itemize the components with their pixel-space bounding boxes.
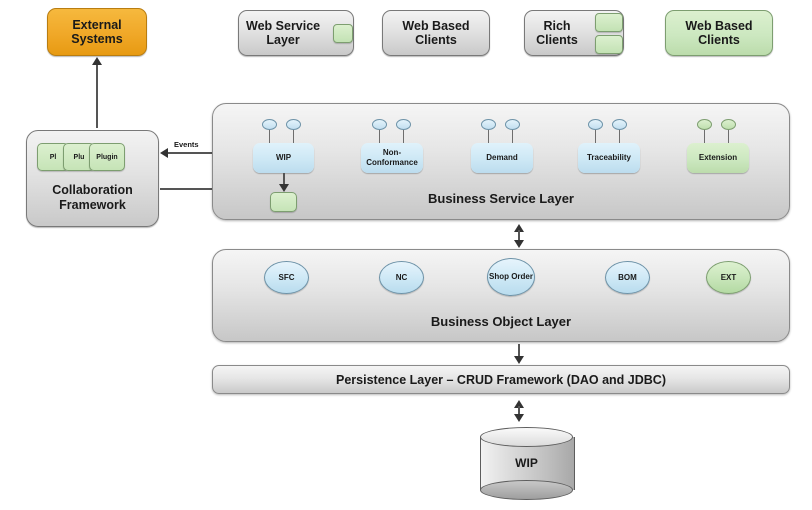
lollipop-ball-icon	[697, 119, 712, 130]
arrowhead-up-external	[92, 57, 102, 65]
business-object-label-sfc: SFC	[278, 272, 295, 282]
cylinder-bottom-ellipse	[480, 480, 573, 500]
lollipop-ball-icon	[612, 119, 627, 130]
component-square-icon-top	[595, 12, 623, 32]
lollipop-stem	[292, 129, 294, 143]
service-label-extension: Extension	[698, 153, 738, 163]
edge-wip-to-extension-point	[283, 173, 285, 186]
interface-lollipop-extension-a	[697, 119, 712, 143]
client-box-web-based-clients-2[interactable]: Web Based Clients	[665, 10, 773, 56]
service-box-non-conformance[interactable]: Non-Conformance	[361, 143, 423, 173]
business-object-label-shop-order: Shop Order	[488, 272, 533, 282]
database-label-wip: WIP	[515, 455, 538, 470]
service-label-non-conformance: Non-Conformance	[366, 148, 418, 167]
lollipop-stem	[268, 129, 270, 143]
persistence-layer-bar[interactable]: Persistence Layer – CRUD Framework (DAO …	[212, 365, 790, 394]
service-box-demand[interactable]: Demand	[471, 143, 533, 173]
client-label-web-based-clients-2: Web Based Clients	[685, 18, 753, 47]
lollipop-stem	[378, 129, 380, 143]
client-box-rich-clients[interactable]: Rich Clients	[524, 10, 624, 56]
edge-service-object-line	[518, 230, 520, 242]
lollipop-ball-icon	[721, 119, 736, 130]
arrowhead-down-extension-point	[279, 184, 289, 192]
lollipop-ball-icon	[262, 119, 277, 130]
client-label-web-service-layer: Web Service Layer	[246, 18, 321, 47]
business-object-label-bom: BOM	[618, 272, 637, 282]
plugin-label-1: Pl	[49, 153, 57, 161]
lollipop-ball-icon	[372, 119, 387, 130]
lollipop-ball-icon	[505, 119, 520, 130]
service-label-demand: Demand	[486, 153, 518, 163]
lollipop-stem	[402, 129, 404, 143]
lollipop-ball-icon	[588, 119, 603, 130]
lollipop-stem	[487, 129, 489, 143]
external-systems-box[interactable]: External Systems	[47, 8, 147, 56]
business-service-layer-title: Business Service Layer	[428, 191, 574, 206]
service-label-traceability: Traceability	[586, 153, 632, 163]
collaboration-framework-label: Collaboration Framework	[52, 182, 133, 213]
business-object-nc[interactable]: NC	[379, 261, 424, 294]
lollipop-ball-icon	[481, 119, 496, 130]
edge-persistence-db-line	[518, 406, 520, 416]
plugin-label-2: Plu	[73, 153, 85, 161]
arrowhead-left-events	[160, 148, 168, 158]
business-object-shop-order[interactable]: Shop Order	[487, 258, 535, 296]
arrowhead-down-persistence-db	[514, 414, 524, 422]
client-box-web-based-clients-1[interactable]: Web Based Clients	[382, 10, 490, 56]
interface-lollipop-nc-b	[396, 119, 411, 143]
plugin-label-3: Plugin	[96, 153, 118, 161]
interface-lollipop-demand-b	[505, 119, 520, 143]
business-object-label-nc: NC	[395, 272, 408, 282]
plugin-box-3[interactable]: Plugin	[89, 143, 125, 171]
edge-invoke-line	[160, 188, 216, 190]
edge-collab-to-external	[96, 64, 98, 128]
persistence-layer-label: Persistence Layer – CRUD Framework (DAO …	[336, 372, 666, 387]
business-object-layer-title: Business Object Layer	[430, 314, 572, 329]
external-systems-label: External Systems	[71, 17, 123, 46]
interface-lollipop-extension-b	[721, 119, 736, 143]
interface-lollipop-wip-a	[262, 119, 277, 143]
edge-events-line	[168, 152, 213, 154]
arrowhead-up-persistence-db	[514, 400, 524, 408]
business-object-label-ext: EXT	[720, 272, 737, 282]
lollipop-stem	[594, 129, 596, 143]
lollipop-stem	[703, 129, 705, 143]
interface-lollipop-wip-b	[286, 119, 301, 143]
interface-lollipop-traceability-a	[588, 119, 603, 143]
arrowhead-up-service-object	[514, 224, 524, 232]
lollipop-stem	[618, 129, 620, 143]
service-box-extension[interactable]: Extension	[687, 143, 749, 173]
service-box-wip[interactable]: WIP	[253, 143, 314, 173]
component-square-icon	[333, 23, 353, 43]
arrowhead-down-service-object	[514, 240, 524, 248]
database-cylinder-wip[interactable]: WIP	[480, 427, 575, 500]
lollipop-ball-icon	[396, 119, 411, 130]
interface-lollipop-traceability-b	[612, 119, 627, 143]
edge-label-events: Events	[174, 140, 199, 149]
component-square-icon-bottom	[595, 34, 623, 54]
business-object-bom[interactable]: BOM	[605, 261, 650, 294]
lollipop-stem	[511, 129, 513, 143]
arrowhead-down-object-persistence	[514, 356, 524, 364]
service-label-wip: WIP	[275, 153, 292, 163]
lollipop-ball-icon	[286, 119, 301, 130]
business-object-ext[interactable]: EXT	[706, 261, 751, 294]
interface-lollipop-nc-a	[372, 119, 387, 143]
service-box-traceability[interactable]: Traceability	[578, 143, 640, 173]
client-label-rich-clients: Rich Clients	[536, 18, 578, 47]
edge-object-persistence-line	[518, 344, 520, 358]
interface-lollipop-demand-a	[481, 119, 496, 143]
client-label-web-based-clients-1: Web Based Clients	[402, 18, 470, 47]
lollipop-stem	[727, 129, 729, 143]
business-object-sfc[interactable]: SFC	[264, 261, 309, 294]
service-extension-point-box[interactable]	[270, 192, 297, 212]
client-box-web-service-layer[interactable]: Web Service Layer	[238, 10, 354, 56]
cylinder-top-ellipse	[480, 427, 573, 447]
